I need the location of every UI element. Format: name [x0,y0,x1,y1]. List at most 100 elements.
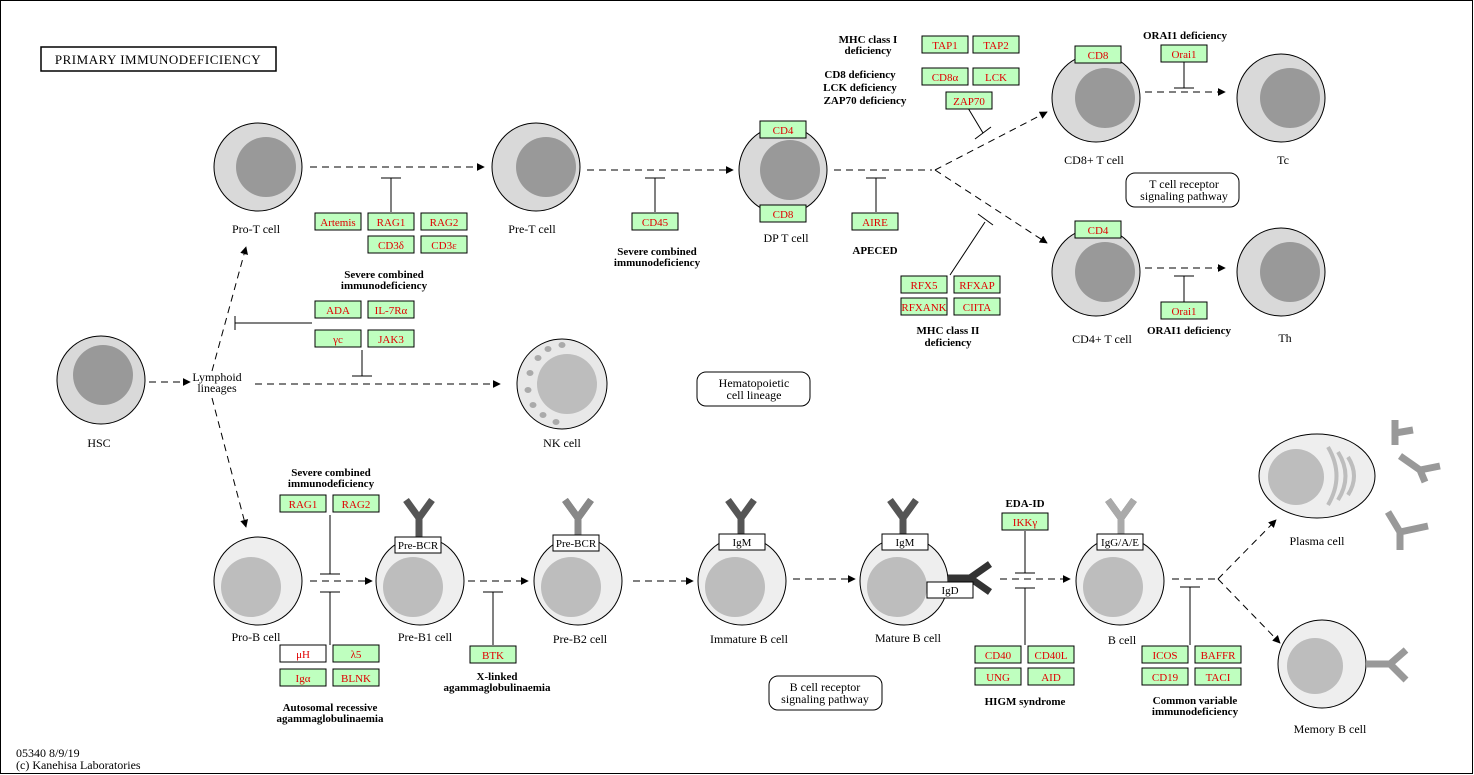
mature-b-cell[interactable] [859,536,949,626]
pre-b2-cell[interactable] [533,536,623,626]
igd-box[interactable] [926,581,974,599]
gene-cd45[interactable]: CD45 [631,212,679,231]
gene-icos[interactable]: ICOS [1141,645,1189,664]
gene-l5[interactable]: λ5 [332,644,380,663]
b-cell[interactable] [1075,536,1165,626]
gene-iga[interactable]: Igα [279,668,327,687]
gene-box[interactable] [279,668,327,687]
gene-box[interactable] [332,668,380,687]
gene-jak3[interactable]: JAK3 [367,329,415,348]
gene-ikkg[interactable]: IKKγ [1001,512,1049,531]
gene-box[interactable] [367,212,415,231]
gene-box[interactable] [851,212,899,231]
gene-box[interactable] [1027,645,1075,664]
pre-bcr-2-box[interactable] [552,534,600,552]
gene-aire[interactable]: AIRE [851,212,899,231]
gene-rag1-b[interactable]: RAG1 [279,494,327,513]
gene-box[interactable] [759,120,807,139]
gene-zap70[interactable]: ZAP70 [945,91,993,110]
gene-box[interactable] [631,212,679,231]
gene-tap2[interactable]: TAP2 [972,35,1020,54]
gene-orai1-bot[interactable]: Orai1 [1160,301,1208,320]
tcr-pathway-link[interactable] [1125,172,1240,208]
gene-cd8-on[interactable]: CD8 [1074,45,1122,64]
gene-box[interactable] [469,645,517,664]
gene-artemis[interactable]: Artemis [314,212,362,231]
tc-cell[interactable] [1236,53,1326,143]
gene-box[interactable] [367,329,415,348]
igm-1-box[interactable] [718,533,766,551]
gene-rag2-t[interactable]: RAG2 [420,212,468,231]
gene-rag2-b[interactable]: RAG2 [332,494,380,513]
nk-cell[interactable] [516,338,608,430]
gene-cd19[interactable]: CD19 [1141,667,1189,686]
gene-box[interactable] [1194,645,1242,664]
gene-box[interactable] [420,212,468,231]
gene-box[interactable] [367,300,415,319]
gene-cd3d[interactable]: CD3δ [367,235,415,254]
gene-box[interactable] [974,645,1022,664]
hsc-cell[interactable] [56,335,146,425]
gene-box[interactable] [1074,45,1122,64]
gene-box[interactable] [900,297,948,316]
pre-t-cell[interactable] [491,122,581,212]
gene-box[interactable] [332,494,380,513]
gene-cd4-dp[interactable]: CD4 [759,120,807,139]
gene-box[interactable] [314,212,362,231]
gene-box[interactable] [1160,301,1208,320]
immature-b-cell[interactable] [697,536,787,626]
gene-cd3e[interactable]: CD3ε [420,235,468,254]
gene-box[interactable] [420,235,468,254]
igm-2-box[interactable] [881,533,929,551]
th-cell[interactable] [1236,227,1326,317]
hematopoietic-pathway-link[interactable] [696,371,811,407]
gene-box[interactable] [314,300,362,319]
gene-ciita[interactable]: CIITA [953,297,1001,316]
gene-gc[interactable]: γc [314,329,362,348]
plasma-cell[interactable] [1258,433,1376,519]
gene-box[interactable] [332,644,380,663]
gene-ung[interactable]: UNG [974,667,1022,686]
gene-blnk[interactable]: BLNK [332,668,380,687]
gene-ada[interactable]: ADA [314,300,362,319]
gene-cd8-dp[interactable]: CD8 [759,204,807,223]
gene-box[interactable] [921,67,969,86]
pro-b-cell[interactable] [213,536,303,626]
gene-box[interactable] [314,329,362,348]
gene-cd40l[interactable]: CD40L [1027,645,1075,664]
dp-t-cell[interactable] [738,125,828,215]
gene-box[interactable] [1001,512,1049,531]
gene-cd4-on[interactable]: CD4 [1074,220,1122,239]
gene-box[interactable] [945,91,993,110]
gene-box[interactable] [1141,645,1189,664]
gene-box[interactable] [900,275,948,294]
gene-box[interactable] [1027,667,1075,686]
cd8-t-cell[interactable] [1051,53,1141,143]
gene-cd40[interactable]: CD40 [974,645,1022,664]
gene-box[interactable] [972,67,1020,86]
gene-rag1-t[interactable]: RAG1 [367,212,415,231]
bcr-pathway-link[interactable] [768,675,883,711]
gene-box[interactable] [953,275,1001,294]
gene-box[interactable] [953,297,1001,316]
gene-box[interactable] [1194,667,1242,686]
gene-box[interactable] [1160,44,1208,63]
gene-lck[interactable]: LCK [972,67,1020,86]
pre-b1-cell[interactable] [375,536,465,626]
memory-b-cell[interactable] [1277,619,1409,709]
gene-box[interactable] [972,35,1020,54]
pre-bcr-1-box[interactable] [394,536,442,554]
gene-orai1-top[interactable]: Orai1 [1160,44,1208,63]
gene-cd8a[interactable]: CD8α [921,67,969,86]
gene-box[interactable] [1074,220,1122,239]
gene-aid[interactable]: AID [1027,667,1075,686]
gene-rfxap[interactable]: RFXAP [953,275,1001,294]
gene-box[interactable] [974,667,1022,686]
gene-tap1[interactable]: TAP1 [921,35,969,54]
gene-rfx5[interactable]: RFX5 [900,275,948,294]
igg-box[interactable] [1096,533,1144,551]
gene-box[interactable] [279,494,327,513]
gene-btk[interactable]: BTK [469,645,517,664]
gene-il7ra[interactable]: IL-7Rα [367,300,415,319]
gene-baffr[interactable]: BAFFR [1194,645,1242,664]
